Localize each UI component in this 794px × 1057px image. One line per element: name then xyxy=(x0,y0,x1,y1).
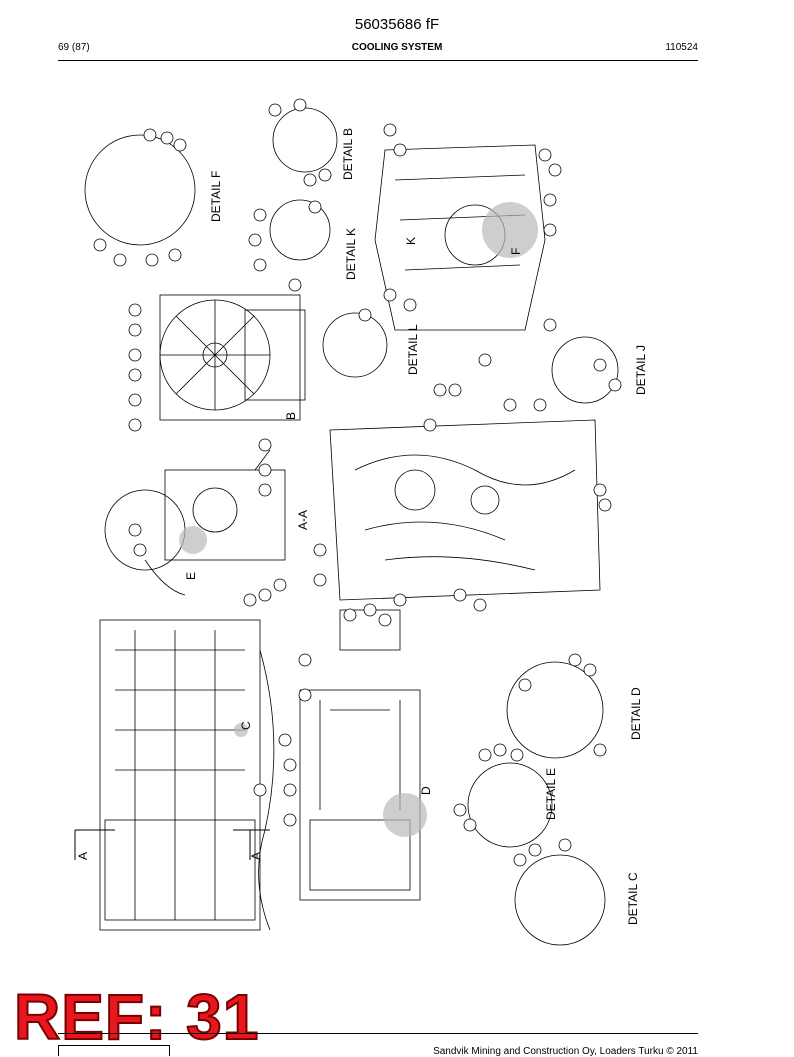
label-detail-c: DETAIL C xyxy=(626,872,640,925)
header-rule xyxy=(58,60,698,61)
label-b: B xyxy=(284,412,298,420)
label-f: F xyxy=(509,248,523,255)
detail-k-circle xyxy=(269,199,331,261)
engine-assembly-outline xyxy=(164,469,286,561)
label-section-aa: A-A xyxy=(296,510,310,530)
section-title: COOLING SYSTEM xyxy=(351,42,443,53)
label-detail-k: DETAIL K xyxy=(344,228,358,280)
footer-copyright: Sandvik Mining and Construction Oy, Load… xyxy=(433,1046,698,1057)
label-detail-d: DETAIL D xyxy=(629,687,643,740)
label-a-left: A xyxy=(76,852,90,860)
label-c: C xyxy=(239,721,253,730)
label-a-right: A xyxy=(249,852,263,860)
document-code: 110524 xyxy=(665,42,698,53)
label-detail-b: DETAIL B xyxy=(341,128,355,180)
footer-rule xyxy=(58,1033,698,1034)
detail-l-circle xyxy=(322,312,388,378)
cooling-system-exploded-drawing: DETAIL F DETAIL B DETAIL K DETAIL L DETA… xyxy=(74,98,648,946)
radiator-outline xyxy=(159,294,301,421)
detail-f-circle xyxy=(84,134,196,246)
page-number: 69 (87) xyxy=(58,42,90,53)
label-k: K xyxy=(404,237,418,245)
engine-side-view-outline xyxy=(99,619,261,931)
detail-c-circle xyxy=(514,854,606,946)
label-detail-e: DETAIL E xyxy=(544,768,558,820)
label-detail-l: DETAIL L xyxy=(406,324,420,375)
detail-b-circle xyxy=(272,107,338,173)
detail-top-left-circle xyxy=(104,489,186,571)
label-d: D xyxy=(419,786,433,795)
label-detail-f: DETAIL F xyxy=(209,171,223,222)
detail-j-circle xyxy=(551,336,619,404)
reference-stamp: REF: 31 xyxy=(13,981,260,1053)
detail-d-circle xyxy=(506,661,604,759)
section-aa-outline xyxy=(329,419,601,601)
label-e: E xyxy=(184,572,198,580)
detail-e-circle xyxy=(467,762,553,848)
engine-perspective-outline xyxy=(374,144,546,331)
document-number: 56035686 fF xyxy=(354,16,440,33)
label-detail-j: DETAIL J xyxy=(634,345,648,395)
company-logo-mark xyxy=(58,1045,170,1056)
engine-front-view-outline xyxy=(299,689,421,901)
